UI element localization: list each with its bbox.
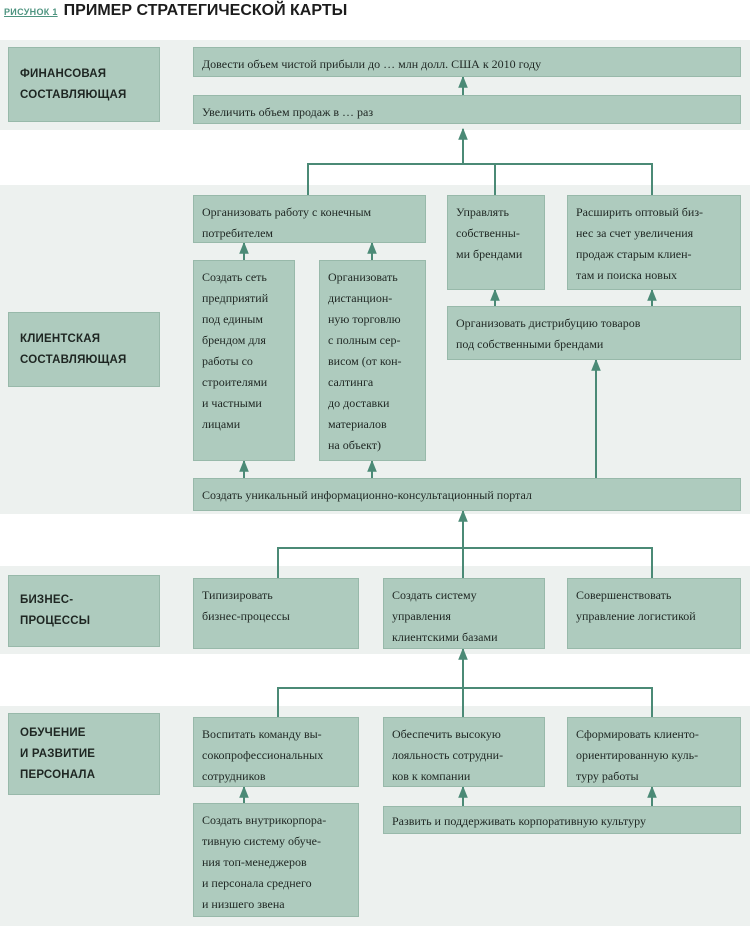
goal-remote-trade: Организовать дистанцион- ную торговлю с …	[319, 260, 426, 461]
goal-client-culture: Сформировать клиенто- ориентированную ку…	[567, 717, 741, 787]
perspective-processes: БИЗНЕС- ПРОЦЕССЫ	[8, 575, 160, 647]
goal-network: Создать сеть предприятий под единым брен…	[193, 260, 295, 461]
figure-label: РИСУНОК 1	[4, 7, 58, 17]
connector-customer-to-sales	[307, 163, 653, 195]
connector-processes-to-portal	[277, 547, 653, 578]
goal-own-brands: Управлять собственны- ми брендами	[447, 195, 545, 290]
figure-title: ПРИМЕР СТРАТЕГИЧЕСКОЙ КАРТЫ	[63, 2, 348, 19]
goal-loyalty: Обеспечить высокую лояльность сотрудни- …	[383, 717, 545, 787]
goal-typify-processes: Типизировать бизнес-процессы	[193, 578, 359, 649]
perspective-financial: ФИНАНСОВАЯ СОСТАВЛЯЮЩАЯ	[8, 47, 160, 122]
goal-portal: Создать уникальный информационно-консуль…	[193, 478, 741, 511]
goal-team: Воспитать команду вы- сокопрофессиональн…	[193, 717, 359, 787]
goal-corporate-culture: Развить и поддерживать корпоративную кул…	[383, 806, 741, 834]
perspective-learning: ОБУЧЕНИЕ И РАЗВИТИЕ ПЕРСОНАЛА	[8, 713, 160, 795]
perspective-customer: КЛИЕНТСКАЯ СОСТАВЛЯЮЩАЯ	[8, 312, 160, 387]
goal-end-consumer: Организовать работу с конечным потребите…	[193, 195, 426, 243]
goal-net-profit: Довести объем чистой прибыли до … млн до…	[193, 47, 741, 77]
connector-learning-to-processes	[277, 687, 653, 717]
goal-crm-system: Создать систему управления клиентскими б…	[383, 578, 545, 649]
figure-header: РИСУНОК 1 ПРИМЕР СТРАТЕГИЧЕСКОЙ КАРТЫ	[4, 2, 347, 26]
goal-training-system: Создать внутрикорпора- тивную систему об…	[193, 803, 359, 917]
goal-distribution: Организовать дистрибуцию товаров под соб…	[447, 306, 741, 360]
goal-sales-growth: Увеличить объем продаж в … раз	[193, 95, 741, 124]
goal-logistics: Совершенствовать управление логистикой	[567, 578, 741, 649]
goal-wholesale: Расширить оптовый биз- нес за счет увели…	[567, 195, 741, 290]
